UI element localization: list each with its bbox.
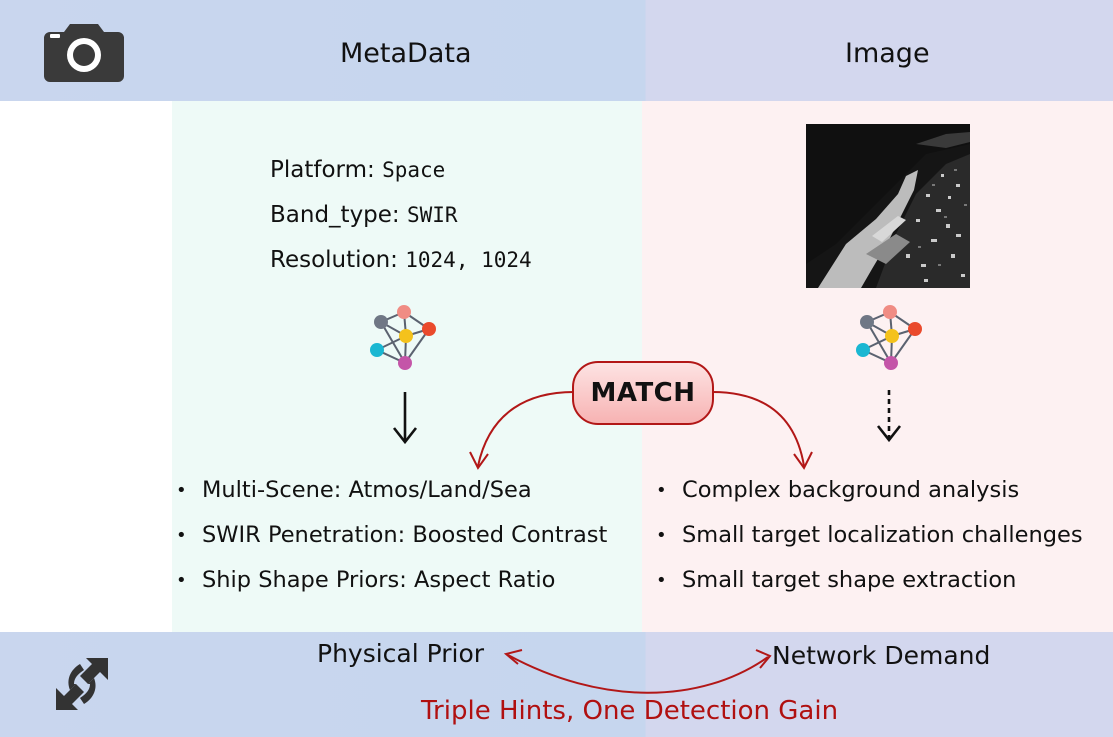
metadata-resolution: Resolution: 1024, 1024 — [270, 247, 532, 273]
metadata-platform: Platform: Space — [270, 157, 445, 183]
match-arrow-right — [711, 391, 805, 467]
sync-arrows-icon — [50, 652, 114, 716]
metadata-header: MetaData — [340, 38, 472, 69]
list-item: Small target shape extraction — [652, 558, 1083, 603]
list-item: SWIR Penetration: Boosted Contrast — [172, 513, 607, 558]
camera-icon — [44, 20, 124, 82]
down-arrow-dashed — [876, 390, 902, 443]
image-header: Image — [845, 38, 930, 69]
network-graph-icon — [855, 303, 927, 373]
satellite-image — [806, 124, 970, 288]
top-band — [0, 0, 1113, 101]
physical-prior-label: Physical Prior — [317, 639, 485, 668]
list-item: Small target localization challenges — [652, 513, 1083, 558]
down-arrow-solid — [392, 392, 418, 445]
metadata-key: Platform: — [270, 157, 375, 183]
bottom-double-arrow — [507, 654, 769, 694]
list-item: Complex background analysis — [652, 468, 1083, 513]
list-item: Ship Shape Priors: Aspect Ratio — [172, 558, 607, 603]
metadata-key: Band_type: — [270, 202, 400, 228]
metadata-bullet-list: Multi-Scene: Atmos/Land/Sea SWIR Penetra… — [172, 468, 607, 603]
network-graph-icon — [369, 303, 441, 373]
image-bullet-list: Complex background analysis Small target… — [652, 468, 1083, 603]
bottom-band — [0, 632, 1113, 737]
match-badge: MATCH — [572, 361, 714, 425]
metadata-value: 1024, 1024 — [405, 248, 532, 272]
network-demand-label: Network Demand — [772, 641, 991, 670]
tagline: Triple Hints, One Detection Gain — [421, 696, 839, 726]
metadata-value: Space — [382, 158, 446, 182]
metadata-value: SWIR — [407, 203, 458, 227]
metadata-key: Resolution: — [270, 247, 398, 273]
list-item: Multi-Scene: Atmos/Land/Sea — [172, 468, 607, 513]
match-label: MATCH — [590, 378, 696, 408]
match-arrow-left — [477, 391, 575, 467]
metadata-band-type: Band_type: SWIR — [270, 202, 458, 228]
